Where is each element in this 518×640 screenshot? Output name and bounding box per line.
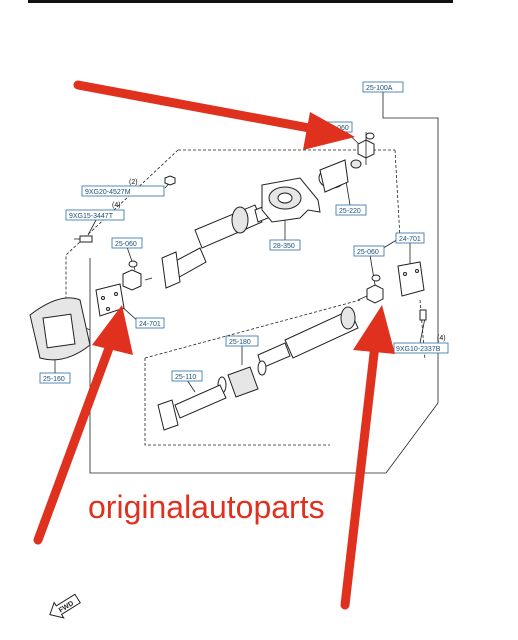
part-labels: 25-100A 25-060 25-220 28-350 (2) 9XG20-4… <box>39 81 449 384</box>
label-left-u-joint: 25-060 <box>111 237 143 249</box>
nut-icon <box>350 159 362 169</box>
yoke-left <box>161 251 181 289</box>
leader-lines <box>54 129 426 393</box>
label-bearing-nut: 25-220 <box>335 204 367 216</box>
svg-text:25-110: 25-110 <box>175 374 196 381</box>
red-arrow-left <box>33 305 133 545</box>
label-center-bearing: 28-350 <box>269 239 301 251</box>
shaft-flange-disc <box>231 206 249 234</box>
u-joint-left-icon <box>122 269 142 291</box>
lower-propeller-shaft <box>157 261 427 431</box>
u-joint-rear-icon <box>366 284 384 304</box>
center-bearing <box>261 177 321 223</box>
bolt-right-icon <box>419 309 427 321</box>
svg-text:24-701: 24-701 <box>139 321 161 328</box>
flange-left-icon <box>95 283 125 317</box>
label-nut-part: (2) 9XG20-4527M <box>81 179 165 197</box>
fwd-arrow-icon: FWD <box>49 593 81 619</box>
svg-text:25-060: 25-060 <box>357 249 379 256</box>
left-small-parts <box>29 175 176 361</box>
bolt-icon <box>79 235 93 243</box>
watermark-text: originalautoparts <box>88 489 325 525</box>
nut-small-icon <box>164 175 176 186</box>
svg-text:9XG15-3447T: 9XG15-3447T <box>69 213 114 220</box>
top-rule <box>28 0 453 3</box>
svg-text:25-180: 25-180 <box>229 339 251 346</box>
svg-text:28-350: 28-350 <box>273 243 295 250</box>
label-rubber-coupler: 25-160 <box>39 372 71 384</box>
svg-text:FWD: FWD <box>58 600 75 614</box>
annotation-arrows <box>33 80 395 610</box>
front-yoke-icon <box>157 399 179 431</box>
label-bolt-right: (4) 9XG10-2337B <box>393 335 449 354</box>
red-arrow-right <box>340 305 395 610</box>
svg-text:9XG10-2337B: 9XG10-2337B <box>396 346 441 353</box>
label-assembly: 25-100A <box>362 81 404 93</box>
svg-text:(4): (4) <box>437 335 446 342</box>
svg-text:25-160: 25-160 <box>43 376 65 383</box>
assembly-outline <box>65 90 439 474</box>
svg-text:25-100A: 25-100A <box>366 85 393 92</box>
label-rear-u-joint: 25-060 <box>353 245 385 257</box>
svg-text:24-701: 24-701 <box>399 236 421 243</box>
label-flange-right: 24-701 <box>395 232 425 244</box>
svg-text:9XG20-4527M: 9XG20-4527M <box>85 189 131 196</box>
svg-text:(2): (2) <box>129 179 138 186</box>
top-flange-group <box>318 132 375 193</box>
label-boot: 25-180 <box>225 335 259 347</box>
svg-text:(4): (4) <box>112 202 121 209</box>
label-flange-left: 24-701 <box>135 317 165 329</box>
svg-text:25-220: 25-220 <box>339 208 361 215</box>
label-front-yoke: 25-110 <box>171 370 203 382</box>
label-bolt-left: (4) 9XG15-3447T <box>65 202 125 221</box>
boot-icon <box>227 366 259 398</box>
svg-text:25-060: 25-060 <box>115 241 137 248</box>
red-arrow-top <box>73 80 355 150</box>
flange-right-icon <box>397 261 425 297</box>
